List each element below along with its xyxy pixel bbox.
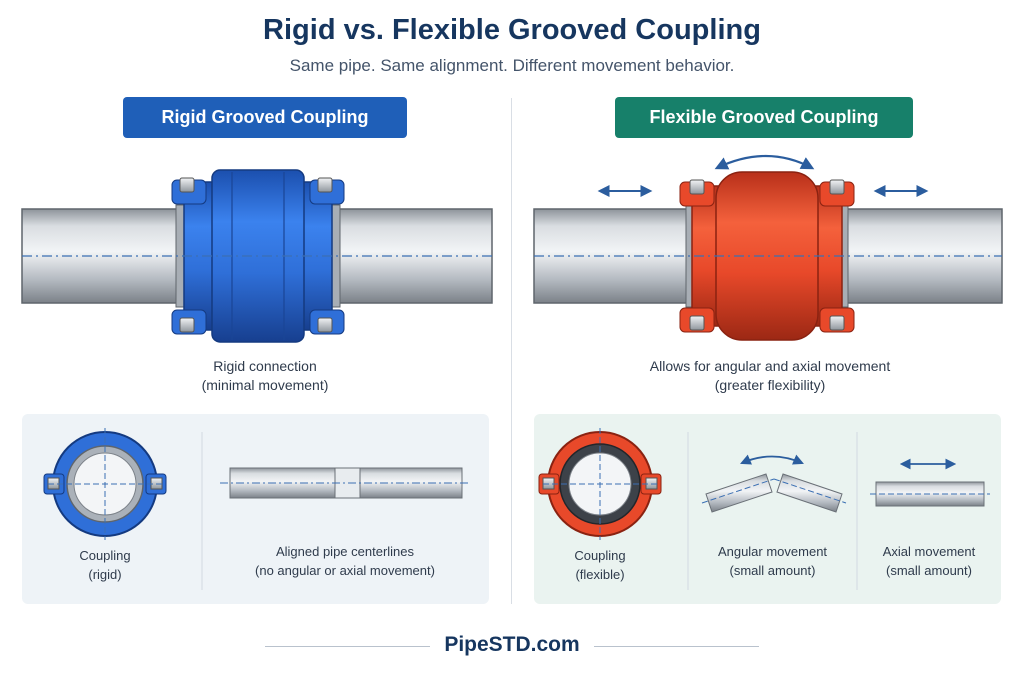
rigid-caption: Rigid connection (minimal movement) — [140, 357, 390, 395]
flexible-coupling-label: Coupling (flexible) — [540, 546, 660, 584]
axial-movement-sketch — [870, 458, 990, 507]
flexible-pipe-assembly — [533, 154, 1003, 341]
flexible-coupling-label-line1: Coupling — [574, 548, 626, 563]
angular-label: Angular movement (small amount) — [695, 542, 850, 580]
rigid-caption-line2: (minimal movement) — [201, 377, 329, 393]
flexible-coupling — [679, 171, 855, 341]
aligned-pipe-sketch — [220, 467, 470, 499]
footer-rule-right — [594, 646, 759, 647]
angular-movement-sketch — [701, 454, 847, 513]
flexible-badge: Flexible Grooved Coupling — [615, 97, 913, 138]
rigid-caption-line1: Rigid connection — [213, 358, 317, 374]
rigid-coupling-label-line2: (rigid) — [88, 567, 122, 582]
curved-double-arrow-icon — [714, 154, 815, 170]
page-subtitle: Same pipe. Same alignment. Different mov… — [289, 56, 735, 75]
footer-rule-left — [265, 646, 430, 647]
rigid-badge: Rigid Grooved Coupling — [123, 97, 407, 138]
flexible-caption: Allows for angular and axial movement (g… — [590, 357, 950, 395]
angular-label-line1: Angular movement — [717, 544, 828, 559]
flexible-caption-line1: Allows for angular and axial movement — [649, 358, 891, 374]
axial-label: Axial movement (small amount) — [862, 542, 996, 580]
rigid-pipe-assembly — [21, 169, 493, 343]
rigid-coupling-label: Coupling (rigid) — [40, 546, 170, 584]
page-title: Rigid vs. Flexible Grooved Coupling — [263, 14, 761, 46]
aligned-label-line2: (no angular or axial movement) — [255, 563, 435, 578]
curved-double-arrow-icon — [740, 454, 804, 465]
axial-label-line2: (small amount) — [886, 563, 972, 578]
flexible-caption-line2: (greater flexibility) — [714, 377, 826, 393]
angular-label-line2: (small amount) — [729, 563, 816, 578]
footer-brand: PipeSTD.com — [444, 633, 580, 656]
center-divider — [511, 98, 512, 604]
aligned-label: Aligned pipe centerlines (no angular or … — [215, 542, 475, 580]
rigid-coupling-crosssection — [43, 428, 167, 540]
bolt-nut-icon — [689, 179, 845, 331]
bolt-nut-icon — [179, 177, 333, 333]
aligned-label-line1: Aligned pipe centerlines — [275, 544, 415, 559]
axial-label-line1: Axial movement — [882, 544, 976, 559]
flexible-coupling-label-line2: (flexible) — [575, 567, 625, 582]
flexible-coupling-crosssection — [538, 428, 662, 540]
rigid-coupling-label-line1: Coupling — [79, 548, 131, 563]
